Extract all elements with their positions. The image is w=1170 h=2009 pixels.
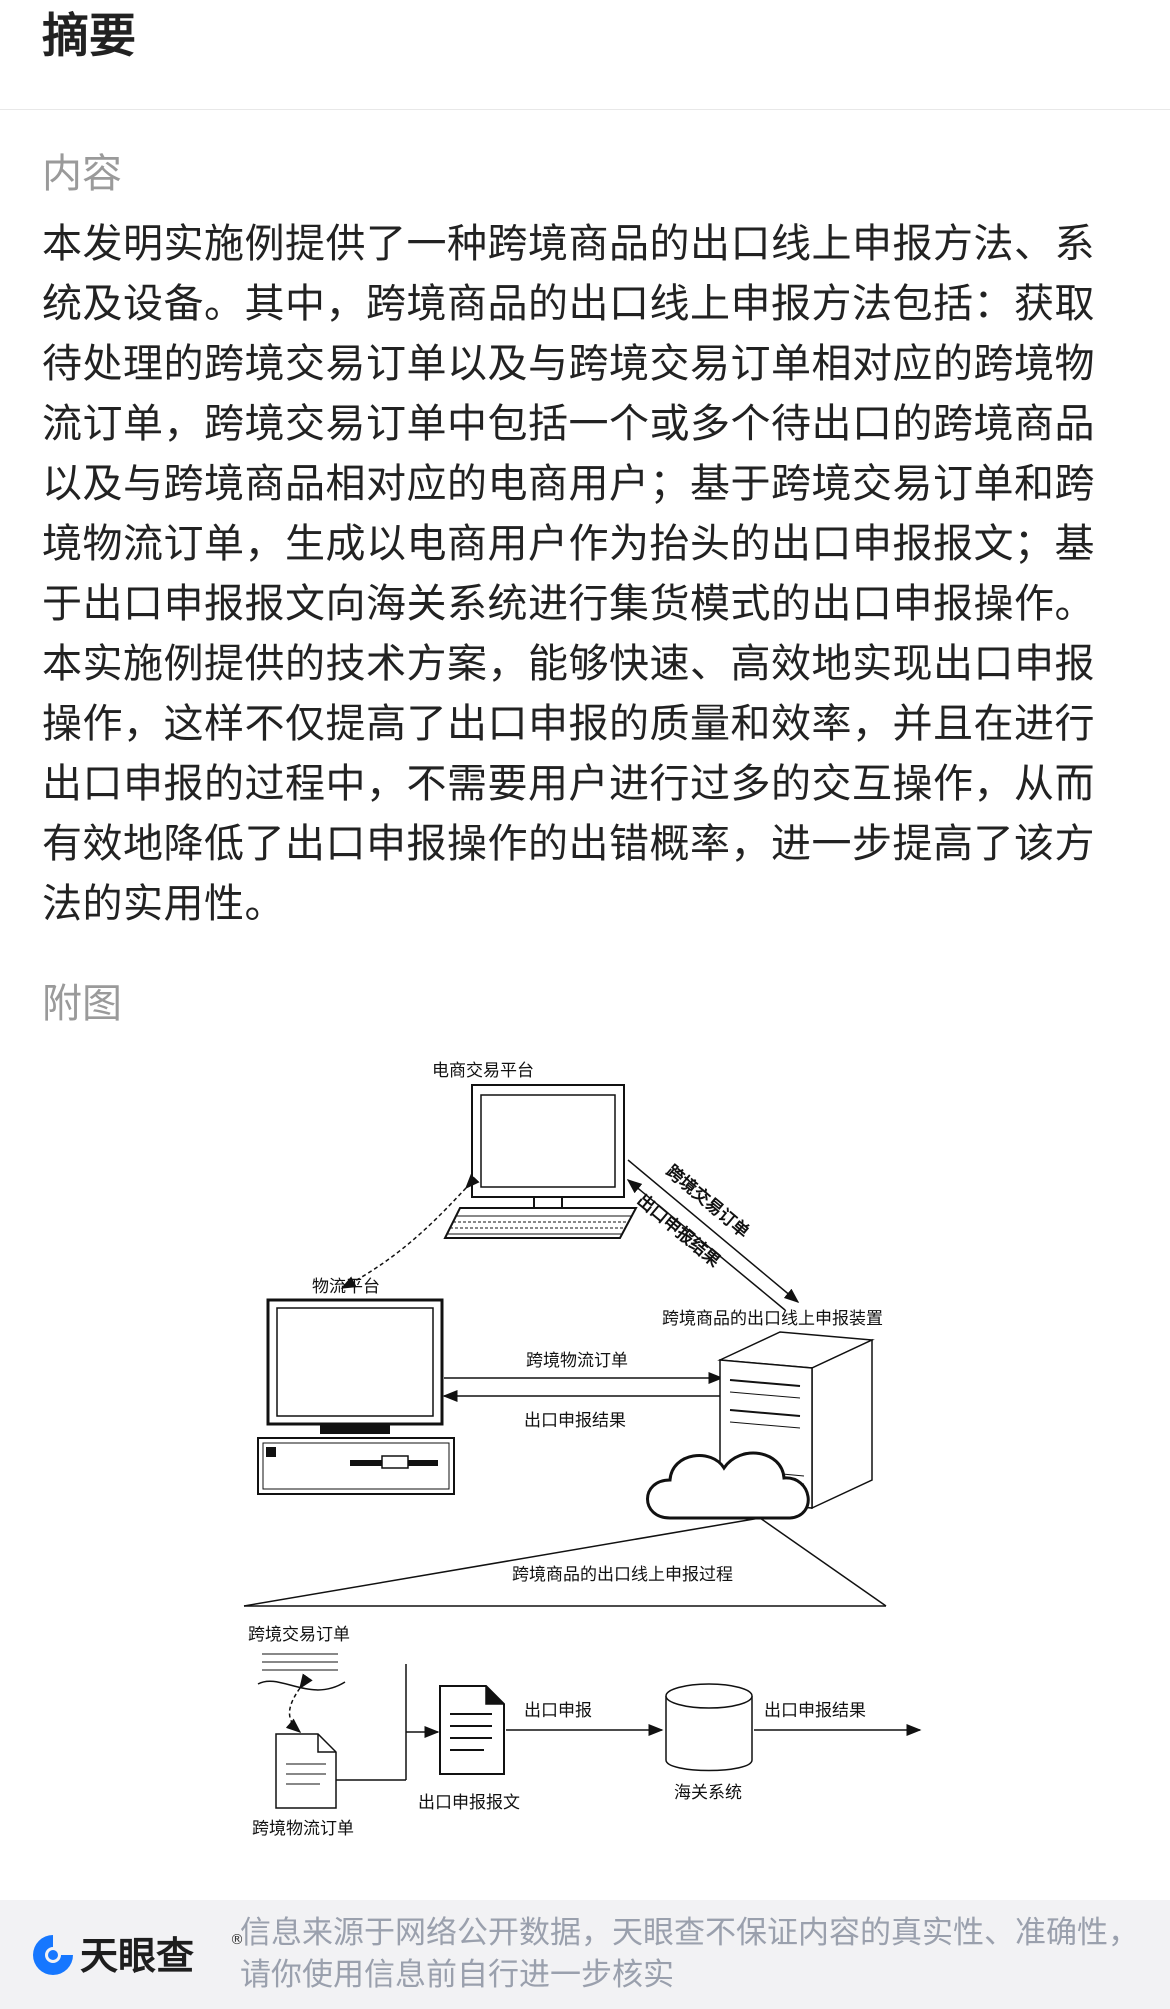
logistics-platform-label: 物流平台 — [312, 1277, 380, 1297]
process-title-label: 跨境商品的出口线上申报过程 — [512, 1565, 733, 1585]
customs-system-cylinder — [665, 1683, 753, 1772]
content-section-label: 内容 — [42, 151, 122, 197]
logistics-order-document — [275, 1733, 337, 1809]
brand-name: 天眼查 — [80, 1934, 195, 1978]
export-declaration-label: 出口申报 — [524, 1701, 592, 1721]
export-result-return-label: 出口申报结果 — [524, 1411, 626, 1431]
logistics-desktop: 物流平台 — [257, 1277, 455, 1495]
patent-figure: 电商交易平台 跨境交易订单 出口申报结果 物流平台 跨境物流订单 出口申报结果 … — [243, 1061, 922, 1839]
declaration-message-document — [439, 1685, 505, 1775]
logistics-order-arrow-label: 跨境物流订单 — [526, 1351, 628, 1371]
customs-system-label: 海关系统 — [674, 1783, 742, 1803]
device-label: 跨境商品的出口线上申报装置 — [662, 1309, 883, 1329]
registered-mark: ® — [230, 1932, 244, 1948]
final-result-label: 出口申报结果 — [764, 1701, 866, 1721]
trade-order-doc-label: 跨境交易订单 — [248, 1625, 350, 1645]
ecommerce-platform-label: 电商交易平台 — [432, 1061, 534, 1081]
brand-logo: 天眼查 ® — [30, 1928, 244, 1984]
trade-order-document — [257, 1653, 346, 1691]
abstract-text: 本发明实施例提供了一种跨境商品的出口线上申报方法、系统及设备。其中，跨境商品的出… — [42, 221, 1095, 927]
header: 摘要 — [0, 0, 1170, 110]
figure-section-label: 附图 — [42, 981, 122, 1027]
logistics-order-doc-label: 跨境物流订单 — [252, 1819, 354, 1839]
cloud-shape — [646, 1451, 810, 1520]
page-title: 摘要 — [42, 9, 136, 64]
ecommerce-laptop: 电商交易平台 — [432, 1061, 638, 1239]
declaration-message-label: 出口申报报文 — [418, 1793, 520, 1813]
tianyancha-logo-icon — [33, 1935, 73, 1975]
disclaimer-text: 信息来源于网络公开数据，天眼查不保证内容的真实性、准确性，请你使用信息前自行进一… — [240, 1915, 1139, 1993]
footer-bar: 天眼查 ® 信息来源于网络公开数据，天眼查不保证内容的真实性、准确性，请你使用信… — [0, 1900, 1170, 2009]
